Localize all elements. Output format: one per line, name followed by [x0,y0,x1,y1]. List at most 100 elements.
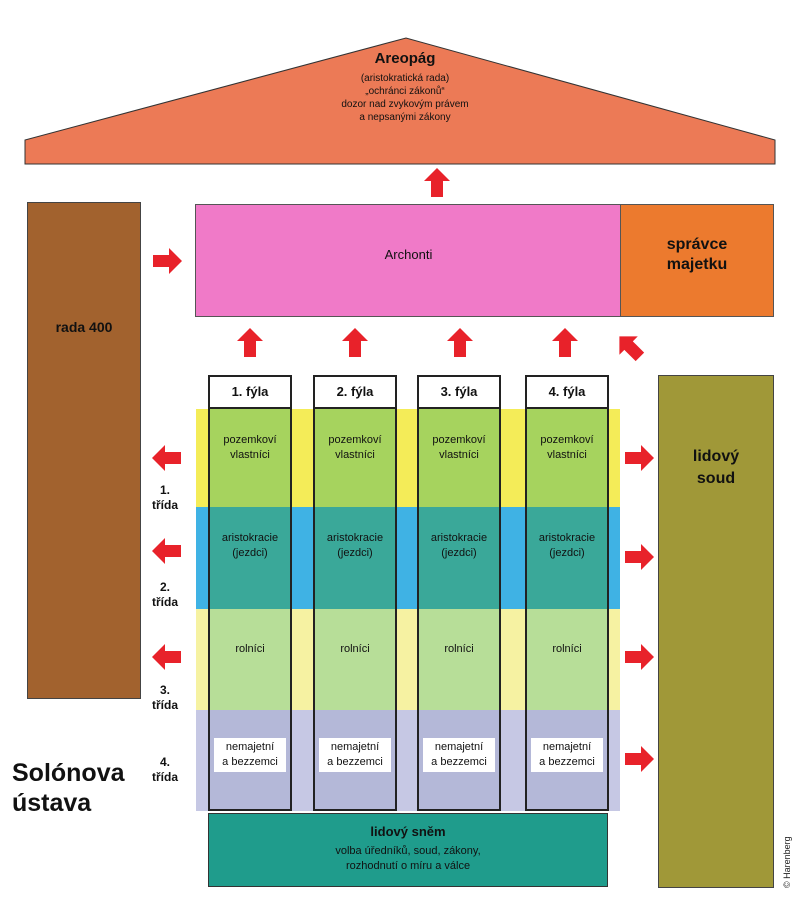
diagram-title: Solónova ústava [12,758,152,818]
arrow-to-soud [625,746,654,772]
class-label: aristokracie (jezdci) [531,531,603,561]
trida-label-3: 3. třída [145,683,185,713]
class-label-line: rolníci [235,643,265,655]
trida-number: 3. [159,683,170,697]
trida-label-2: 2. třída [145,580,185,610]
areopag-description: (aristokratická rada) „ochránci zákonů“ … [300,72,510,124]
arrow-to-rada [152,644,181,670]
arrow-to-spravce [619,336,645,362]
class-cell: nemajetní a bezzemci [208,710,292,811]
class-label: nemajetní a bezzemci [214,738,286,772]
arrow-to-rada [152,538,181,564]
class-label: rolníci [531,642,603,657]
areopag-roof [24,37,776,165]
arrow-up-to-areopag [424,168,450,197]
soud-line: lidový [692,448,740,465]
class-cell: nemajetní a bezzemci [525,710,609,811]
class-label-line: (jezdci) [549,547,585,559]
class-label-line: rolníci [552,643,582,655]
class-label-line: nemajetní [542,741,592,753]
class-label: pozemkoví vlastníci [319,433,391,463]
class-label-line: rolníci [340,643,370,655]
class-cell: nemajetní a bezzemci [417,710,501,811]
class-cell: pozemkoví vlastníci [525,409,609,507]
trida-label-1: 1. třída [145,483,185,513]
class-label-line: aristokracie [538,532,596,544]
archonti-label: Archonti [384,247,433,262]
class-label-line: a bezzemci [539,756,595,768]
class-cell: pozemkoví vlastníci [208,409,292,507]
spravce-majetku-box: správce majetku [620,204,774,317]
lidovy-snem-box: lidový sněm volba úředníků, soud, zákony… [208,813,608,887]
snem-description: volba úředníků, soud, zákony, rozhodnutí… [209,844,607,874]
class-label-line: nemajetní [330,741,380,753]
arrow-up-to-archonti [552,328,578,357]
class-label-line: pozemkoví [328,434,382,446]
spravce-label: správce majetku [621,235,773,275]
arrow-to-soud [625,445,654,471]
class-label-line: vlastníci [547,449,587,461]
class-label-line: vlastníci [230,449,270,461]
class-label: nemajetní a bezzemci [423,738,495,772]
trida-number: 4. [159,755,170,769]
snem-title: lidový sněm [370,824,446,839]
arrow-up-to-archonti [237,328,263,357]
class-label-line: vlastníci [439,449,479,461]
soud-line: soud [696,470,736,487]
trida-label-4: 4. třída [145,755,185,785]
fyla-header-3: 3. fýla [417,375,501,409]
class-label-line: a bezzemci [222,756,278,768]
arrow-to-rada [152,445,181,471]
class-label: rolníci [214,642,286,657]
fyla-header-1: 1. fýla [208,375,292,409]
class-cell: aristokracie(jezdci) [208,507,292,609]
class-label-line: nemajetní [225,741,275,753]
archonti-box: Archonti [195,204,622,317]
title-line: Solónova [12,759,125,787]
class-label: rolníci [423,642,495,657]
class-cell: rolníci [417,609,501,710]
arrow-up-to-archonti [447,328,473,357]
class-cell: aristokracie (jezdci) [525,507,609,609]
areopag-line: „ochránci zákonů“ [365,86,445,97]
fyla-header-4: 4. fýla [525,375,609,409]
trida-word: třída [151,698,178,712]
class-cell: pozemkoví vlastníci [417,409,501,507]
areopag-line: (aristokratická rada) [360,73,450,84]
spravce-line: správce [666,236,728,253]
class-label-line: nemajetní [434,741,484,753]
trida-word: třída [151,770,178,784]
class-label: nemajetní a bezzemci [531,738,603,772]
trida-number: 1. [159,483,170,497]
class-cell: aristokracie(jezdci) [313,507,397,609]
arrow-up-to-archonti [342,328,368,357]
arrow-to-soud [625,544,654,570]
class-label-line: pozemkoví [432,434,486,446]
class-label-line: a bezzemci [431,756,487,768]
class-cell: rolníci [313,609,397,710]
areopag-title: Areopág [374,50,436,67]
class-label-line: pozemkoví [223,434,277,446]
snem-line: volba úředníků, soud, zákony, [335,845,481,857]
class-label: pozemkoví vlastníci [531,433,603,463]
class-label-line: aristokracie [221,532,279,544]
areopag-line: dozor nad zvykovým právem [341,99,469,110]
trida-word: třída [151,498,178,512]
class-label: aristokracie(jezdci) [214,531,286,561]
class-label-line: aristokracie [430,532,488,544]
areopag-line: a nepsanými zákony [359,112,451,123]
class-label-line: pozemkoví [540,434,594,446]
trida-word: třída [151,595,178,609]
class-label: aristokracie (jezdci) [423,531,495,561]
title-line: ústava [12,789,92,817]
spravce-line: majetku [666,256,728,273]
class-label: rolníci [319,642,391,657]
class-label: aristokracie(jezdci) [319,531,391,561]
class-cell: rolníci [525,609,609,710]
class-label-line: (jezdci) [441,547,477,559]
class-label-line: vlastníci [335,449,375,461]
